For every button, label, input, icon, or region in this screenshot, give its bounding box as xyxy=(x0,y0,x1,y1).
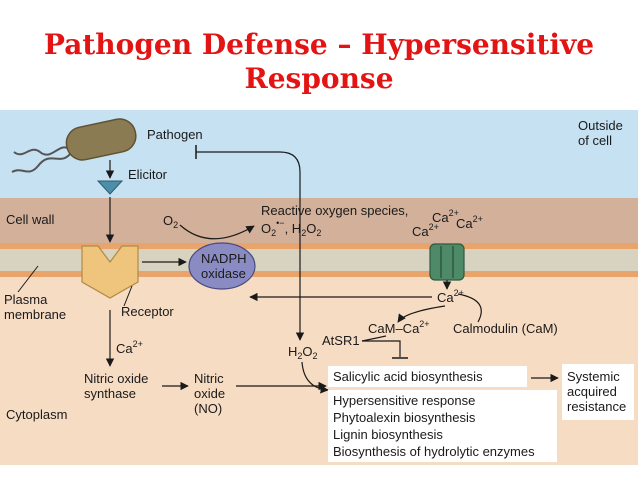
page-title-line1: Pathogen Defense – Hypersensitive xyxy=(43,28,595,61)
receptor-pointer xyxy=(123,285,133,307)
elicitor-icon xyxy=(96,180,124,195)
cell-wall-label: Cell wall xyxy=(6,212,55,227)
salicylic-label: Salicylic acid biosynthesis xyxy=(333,369,483,384)
pathogen-inhibit-line xyxy=(196,151,305,341)
atsr1-label: AtSR1 xyxy=(322,333,360,348)
sar-box xyxy=(562,364,634,420)
outside-label-2: of cell xyxy=(578,133,612,148)
response-item: Phytoalexin biosynthesis xyxy=(333,410,476,425)
response-item: Lignin biosynthesis xyxy=(333,427,443,442)
nos-label-2: synthase xyxy=(84,386,136,401)
plasma-membrane-pointer xyxy=(17,265,39,293)
cam-ca-label: CaM–Ca2+ xyxy=(368,319,430,336)
ca-label-outer-left: Ca2+ xyxy=(412,222,439,239)
salicylic-box xyxy=(328,366,527,387)
no-label-1: Nitric xyxy=(194,371,224,386)
ca-label-inner: Ca2+ xyxy=(437,288,464,305)
nadph-label-2: oxidase xyxy=(201,266,246,281)
calmodulin-to-cam-arrow xyxy=(457,293,482,323)
sar-label-2: acquired xyxy=(567,384,617,399)
sar-label-1: Systemic xyxy=(567,369,620,384)
h2o2-label: H2O2 xyxy=(288,344,318,361)
o2-label: O2 xyxy=(163,213,178,230)
pathogen-label: Pathogen xyxy=(147,127,203,142)
elicitor-label: Elicitor xyxy=(128,167,168,182)
ros-label-2: O2•−, H2O2 xyxy=(261,218,321,238)
page-title-line2: Response xyxy=(244,62,394,95)
ca-label-outer-top: Ca2+ xyxy=(432,208,459,225)
o2-to-ros-arrow xyxy=(179,224,255,240)
membrane-inner-line xyxy=(0,271,638,277)
nadph-label-1: NADPH xyxy=(201,251,247,266)
ca-label-cytosol: Ca2+ xyxy=(116,339,143,356)
cytoplasm-label: Cytoplasm xyxy=(6,407,67,422)
nos-label-1: Nitric oxide xyxy=(84,371,148,386)
nadph-oxidase-icon xyxy=(188,242,256,290)
receptor-icon xyxy=(81,245,139,299)
response-item: Hypersensitive response xyxy=(333,393,475,408)
membrane-core xyxy=(0,249,638,271)
response-item: Biosynthesis of hydrolytic enzymes xyxy=(333,444,535,459)
ca-to-cam-arrow xyxy=(397,305,446,323)
ca-label-outer-right: Ca2+ xyxy=(456,214,483,231)
membrane-outer-line xyxy=(0,243,638,249)
no-label-2: oxide xyxy=(194,386,225,401)
atsr1-inhibit-line xyxy=(362,340,401,357)
ros-label-1: Reactive oxygen species, xyxy=(261,203,408,218)
pathogen-icon xyxy=(11,118,137,173)
sar-label-3: resistance xyxy=(567,399,626,414)
receptor-label: Receptor xyxy=(121,304,174,319)
no-label-3: (NO) xyxy=(194,401,222,416)
cam-to-atsr1-line xyxy=(361,335,387,342)
responses-box xyxy=(328,390,557,462)
calmodulin-label: Calmodulin (CaM) xyxy=(453,321,558,336)
plasma-membrane-label-1: Plasma xyxy=(4,292,48,307)
plasma-membrane-label-2: membrane xyxy=(4,307,66,322)
calcium-channel-icon xyxy=(429,243,465,281)
outside-label-1: Outside xyxy=(578,118,623,133)
